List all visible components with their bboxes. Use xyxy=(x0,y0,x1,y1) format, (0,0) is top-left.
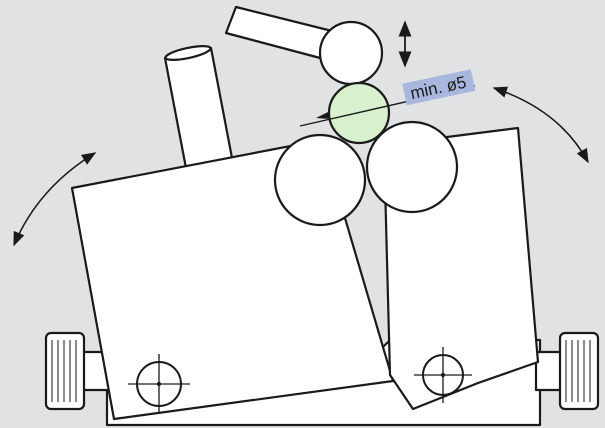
swing-right-arrow-icon xyxy=(492,86,589,164)
upper-pressure-roller xyxy=(318,20,384,86)
vertical-post xyxy=(163,46,234,170)
post-top-end xyxy=(164,45,212,61)
dimension-arrow-icon xyxy=(316,112,330,119)
swing-left-arrow-icon xyxy=(13,152,97,247)
pivot-right-icon xyxy=(414,347,472,403)
lower-right-roller xyxy=(365,120,459,214)
lower-left-roller xyxy=(273,133,367,227)
min-diameter-label: min. ø5 xyxy=(402,69,476,106)
right-knob xyxy=(534,331,600,411)
pivot-left-icon xyxy=(128,354,190,414)
